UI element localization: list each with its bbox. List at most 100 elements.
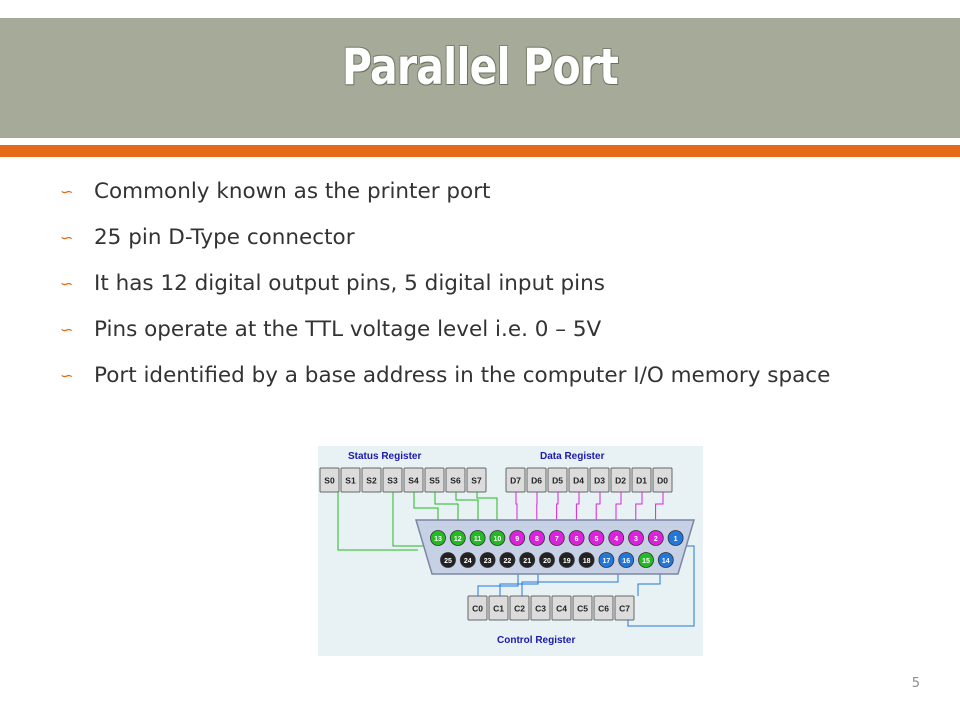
status-bit-label: S3 (387, 476, 398, 486)
pin-number: 16 (622, 558, 630, 565)
pin-number: 18 (583, 558, 591, 565)
data-bit-label: D5 (552, 476, 563, 486)
pin (529, 530, 545, 546)
status-bit-label: S5 (429, 476, 440, 486)
pin-number: 1 (674, 536, 678, 543)
wire (521, 568, 619, 596)
pin-number: 22 (504, 558, 512, 565)
control-bit-box (593, 595, 614, 621)
data-bit-label: D7 (510, 476, 521, 486)
pin-number: 15 (642, 558, 650, 565)
status-bit-box (319, 467, 340, 493)
pin (558, 552, 575, 568)
wire (635, 492, 643, 530)
bullet-item: ∽ 25 pin D-Type connector (60, 222, 920, 253)
status-bit-label: S2 (366, 476, 377, 486)
control-bit-label: C6 (598, 604, 609, 614)
pin (568, 530, 585, 546)
pin (548, 530, 565, 546)
bullet-item: ∽ Port identified by a base address in t… (60, 360, 920, 391)
pin-number: 13 (434, 536, 442, 543)
wire (655, 492, 664, 530)
pin (499, 552, 516, 568)
pin-number: 8 (535, 536, 539, 543)
wavy-bullet-icon: ∽ (60, 366, 74, 385)
title-bar (0, 18, 960, 138)
pin (459, 552, 476, 568)
pin (628, 530, 644, 546)
wire (413, 492, 439, 530)
data-bit-label: D6 (531, 476, 542, 486)
pin-number: 5 (594, 536, 598, 543)
pin-number: 17 (603, 558, 611, 565)
bullet-text: Port identified by a base address in the… (94, 363, 831, 388)
status-bit-box (340, 467, 361, 493)
pin-number: 9 (515, 536, 519, 543)
pin (588, 530, 605, 546)
wire (515, 492, 518, 530)
pin (638, 552, 654, 568)
parallel-port-diagram: Status Register Data Register Control Re… (318, 446, 703, 656)
data-bit-label: D0 (657, 476, 668, 486)
bullet-item: ∽ Commonly known as the printer port (60, 176, 920, 207)
status-register-label: Status Register (348, 451, 421, 462)
pin-number: 20 (543, 558, 551, 565)
accent-divider (0, 145, 960, 157)
control-bit-box (509, 595, 530, 621)
wiring (337, 492, 695, 627)
pin (449, 530, 466, 546)
status-bit-label: S6 (450, 476, 461, 486)
pin-number: 2 (654, 536, 658, 543)
control-bit-box (572, 595, 593, 621)
pin-number: 25 (444, 558, 452, 565)
status-bit-label: S1 (345, 476, 356, 486)
control-bit-box (551, 595, 572, 621)
pin (657, 552, 674, 568)
pin-number: 10 (494, 536, 502, 543)
data-bit-label: D2 (615, 476, 626, 486)
control-register-label: Control Register (497, 635, 575, 646)
wire (595, 492, 601, 530)
pin (519, 552, 536, 568)
slide-number: 5 (911, 676, 920, 691)
pin (489, 530, 506, 546)
bullet-text: Pins operate at the TTL voltage level i.… (94, 317, 602, 342)
slide-title: Parallel Port (341, 38, 619, 96)
pin (469, 530, 486, 546)
pin (618, 552, 635, 568)
pin-number: 3 (634, 536, 638, 543)
wire (556, 492, 559, 530)
bullet-text: It has 12 digital output pins, 5 digital… (94, 271, 605, 296)
pin (430, 530, 446, 546)
bullet-text: 25 pin D-Type connector (94, 225, 355, 250)
wire (455, 492, 479, 530)
control-bit-box (614, 595, 635, 621)
wavy-bullet-icon: ∽ (60, 320, 74, 339)
pin-number: 4 (614, 536, 618, 543)
pin (539, 552, 555, 568)
pin-number: 24 (464, 558, 472, 565)
status-bit-box (361, 467, 382, 493)
control-bit-box (530, 595, 551, 621)
data-bit-label: D3 (594, 476, 605, 486)
wire (477, 568, 519, 596)
control-bit-label: C7 (619, 604, 630, 614)
wavy-bullet-icon: ∽ (60, 274, 74, 293)
pin-number: 6 (575, 536, 579, 543)
pin (608, 530, 625, 546)
status-bit-label: S4 (408, 476, 419, 486)
pin-number: 21 (523, 558, 531, 565)
pin (647, 530, 664, 546)
pin (509, 530, 526, 546)
wavy-bullet-icon: ∽ (60, 182, 74, 201)
wire (627, 545, 695, 627)
pin-number: 7 (555, 536, 559, 543)
status-bit-label: S7 (471, 476, 482, 486)
wire (476, 492, 498, 530)
wire (615, 492, 622, 530)
control-bit-label: C1 (493, 604, 504, 614)
